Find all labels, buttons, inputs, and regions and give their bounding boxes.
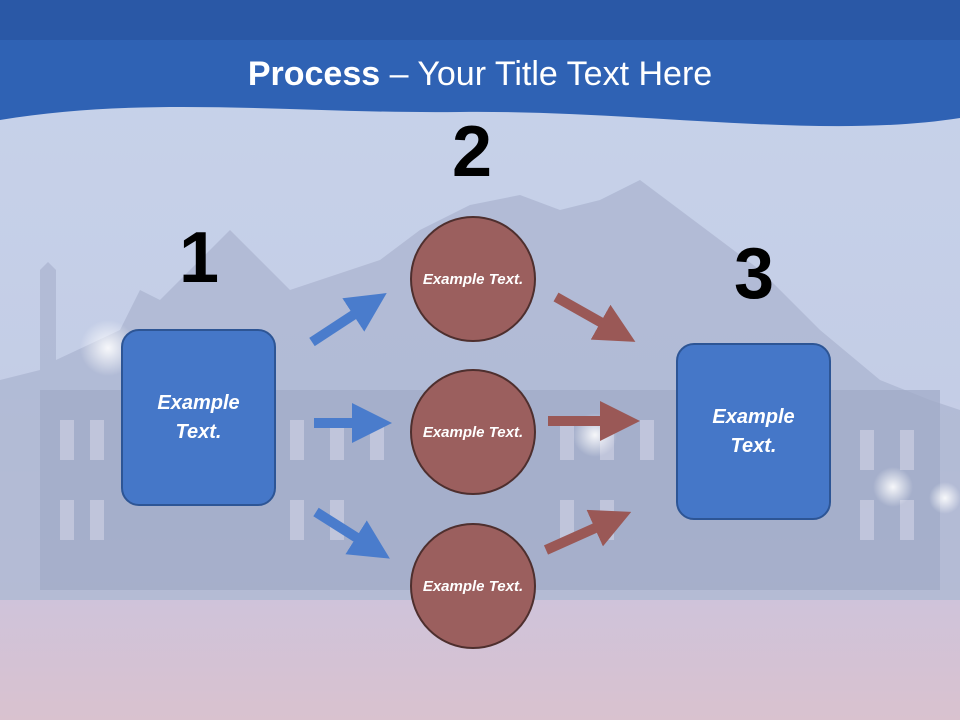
step-2-circle-top[interactable]: Example Text.: [410, 216, 536, 342]
circle-middle-text: Example Text.: [422, 423, 524, 441]
step-3-box[interactable]: Example Text.: [676, 343, 831, 520]
title-bold: Process: [247, 55, 381, 93]
title-rest: – Your Title Text Here: [380, 55, 713, 93]
step-number-2: 2: [451, 112, 493, 192]
circle-bottom-text: Example Text.: [422, 577, 524, 595]
circle-top-text: Example Text.: [422, 270, 524, 288]
step-number-3: 3: [733, 234, 775, 314]
arrow-top-to-3: [553, 292, 636, 342]
step-number-1: 1: [178, 218, 220, 298]
step-2-circle-middle[interactable]: Example Text.: [410, 369, 536, 495]
arrow-1-to-bottom: [313, 507, 390, 559]
step-1-text: Example Text.: [157, 391, 240, 443]
step-3-text: Example Text.: [712, 405, 795, 457]
arrow-1-to-top: [309, 293, 387, 347]
step-2-circle-bottom[interactable]: Example Text.: [410, 523, 536, 649]
step-1-box[interactable]: Example Text.: [121, 329, 276, 506]
slide-title: Process – Your Title Text Here: [0, 52, 960, 96]
arrow-bottom-to-3: [543, 509, 632, 555]
